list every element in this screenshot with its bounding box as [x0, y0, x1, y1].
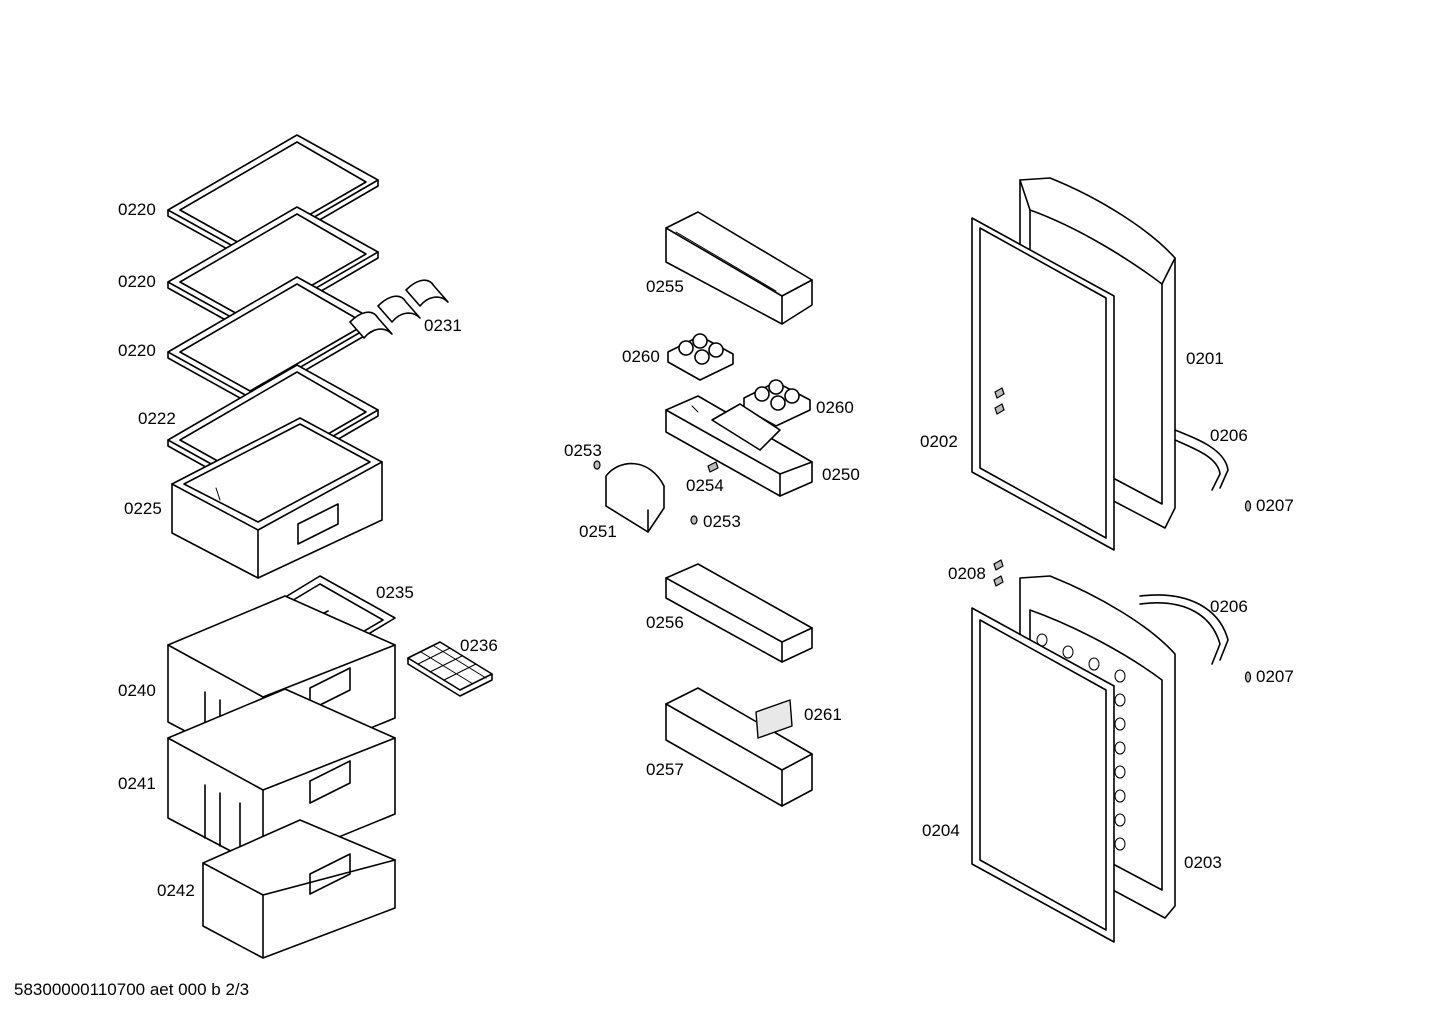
- egg-tray-left: [667, 333, 734, 381]
- label-0253-a: 0253: [564, 441, 602, 460]
- handle-screw-top: [1244, 500, 1252, 512]
- glass-shelf-2: [167, 206, 379, 334]
- label-0220-b: 0220: [118, 272, 156, 291]
- label-0260-b: 0260: [816, 398, 854, 417]
- crisper-bin: [171, 417, 383, 579]
- label-0202: 0202: [920, 432, 958, 451]
- label-0257: 0257: [646, 760, 684, 779]
- dimple: [1114, 813, 1126, 827]
- dairy-door-shelf: [665, 395, 813, 497]
- label-0251: 0251: [579, 522, 617, 541]
- freezer-drawer-2: [167, 688, 396, 869]
- dimple: [1114, 717, 1126, 731]
- label-0261: 0261: [804, 705, 842, 724]
- dimple: [1114, 837, 1126, 851]
- label-0204: 0204: [922, 821, 960, 840]
- label-0220-a: 0220: [118, 200, 156, 219]
- dimple: [1114, 693, 1126, 707]
- label-0240: 0240: [118, 681, 156, 700]
- dairy-flap: [605, 462, 665, 533]
- label-0235: 0235: [376, 583, 414, 602]
- bottle-retainer: [755, 699, 793, 739]
- glass-shelf-1: [167, 134, 379, 262]
- label-0206-a: 0206: [1210, 426, 1248, 445]
- label-0256: 0256: [646, 613, 684, 632]
- door-shelf-top: [665, 211, 813, 325]
- dimple: [1114, 789, 1126, 803]
- label-0201: 0201: [1186, 349, 1224, 368]
- dimple: [1114, 765, 1126, 779]
- label-0208: 0208: [948, 564, 986, 583]
- dimple: [1088, 657, 1100, 671]
- shelf-inserts: [349, 279, 449, 339]
- label-0207-a: 0207: [1256, 496, 1294, 515]
- label-0220-c: 0220: [118, 341, 156, 360]
- freezer-drawer-3: [202, 819, 396, 959]
- label-0222: 0222: [138, 409, 176, 428]
- freezer-door-gasket: [971, 607, 1115, 943]
- label-0236: 0236: [460, 636, 498, 655]
- fridge-handle: [1174, 429, 1229, 491]
- label-0203: 0203: [1184, 853, 1222, 872]
- ice-cube-tray: [407, 641, 493, 697]
- label-0254: 0254: [686, 476, 724, 495]
- label-0225: 0225: [124, 499, 162, 518]
- door-shelf-middle: [665, 563, 813, 663]
- label-0253-b: 0253: [703, 512, 741, 531]
- diagram-footer-code: 58300000110700 aet 000 b 2/3: [14, 980, 250, 999]
- label-0207-b: 0207: [1256, 667, 1294, 686]
- screws-freezer: [993, 559, 1004, 587]
- label-0260-a: 0260: [622, 347, 660, 366]
- label-0250: 0250: [822, 465, 860, 484]
- flap-screws: [593, 460, 719, 525]
- label-0231: 0231: [424, 316, 462, 335]
- label-0241: 0241: [118, 774, 156, 793]
- screws-fridge: [994, 387, 1005, 415]
- label-0255: 0255: [646, 277, 684, 296]
- dimple: [1114, 741, 1126, 755]
- dimple: [1114, 669, 1126, 683]
- fridge-door-gasket: [971, 217, 1115, 551]
- dimple: [1062, 645, 1074, 659]
- handle-screw-bottom: [1244, 671, 1252, 683]
- label-0242: 0242: [157, 881, 195, 900]
- door-shelf-bottom: [665, 687, 813, 807]
- freezer-handle: [1139, 594, 1229, 665]
- label-0206-b: 0206: [1210, 597, 1248, 616]
